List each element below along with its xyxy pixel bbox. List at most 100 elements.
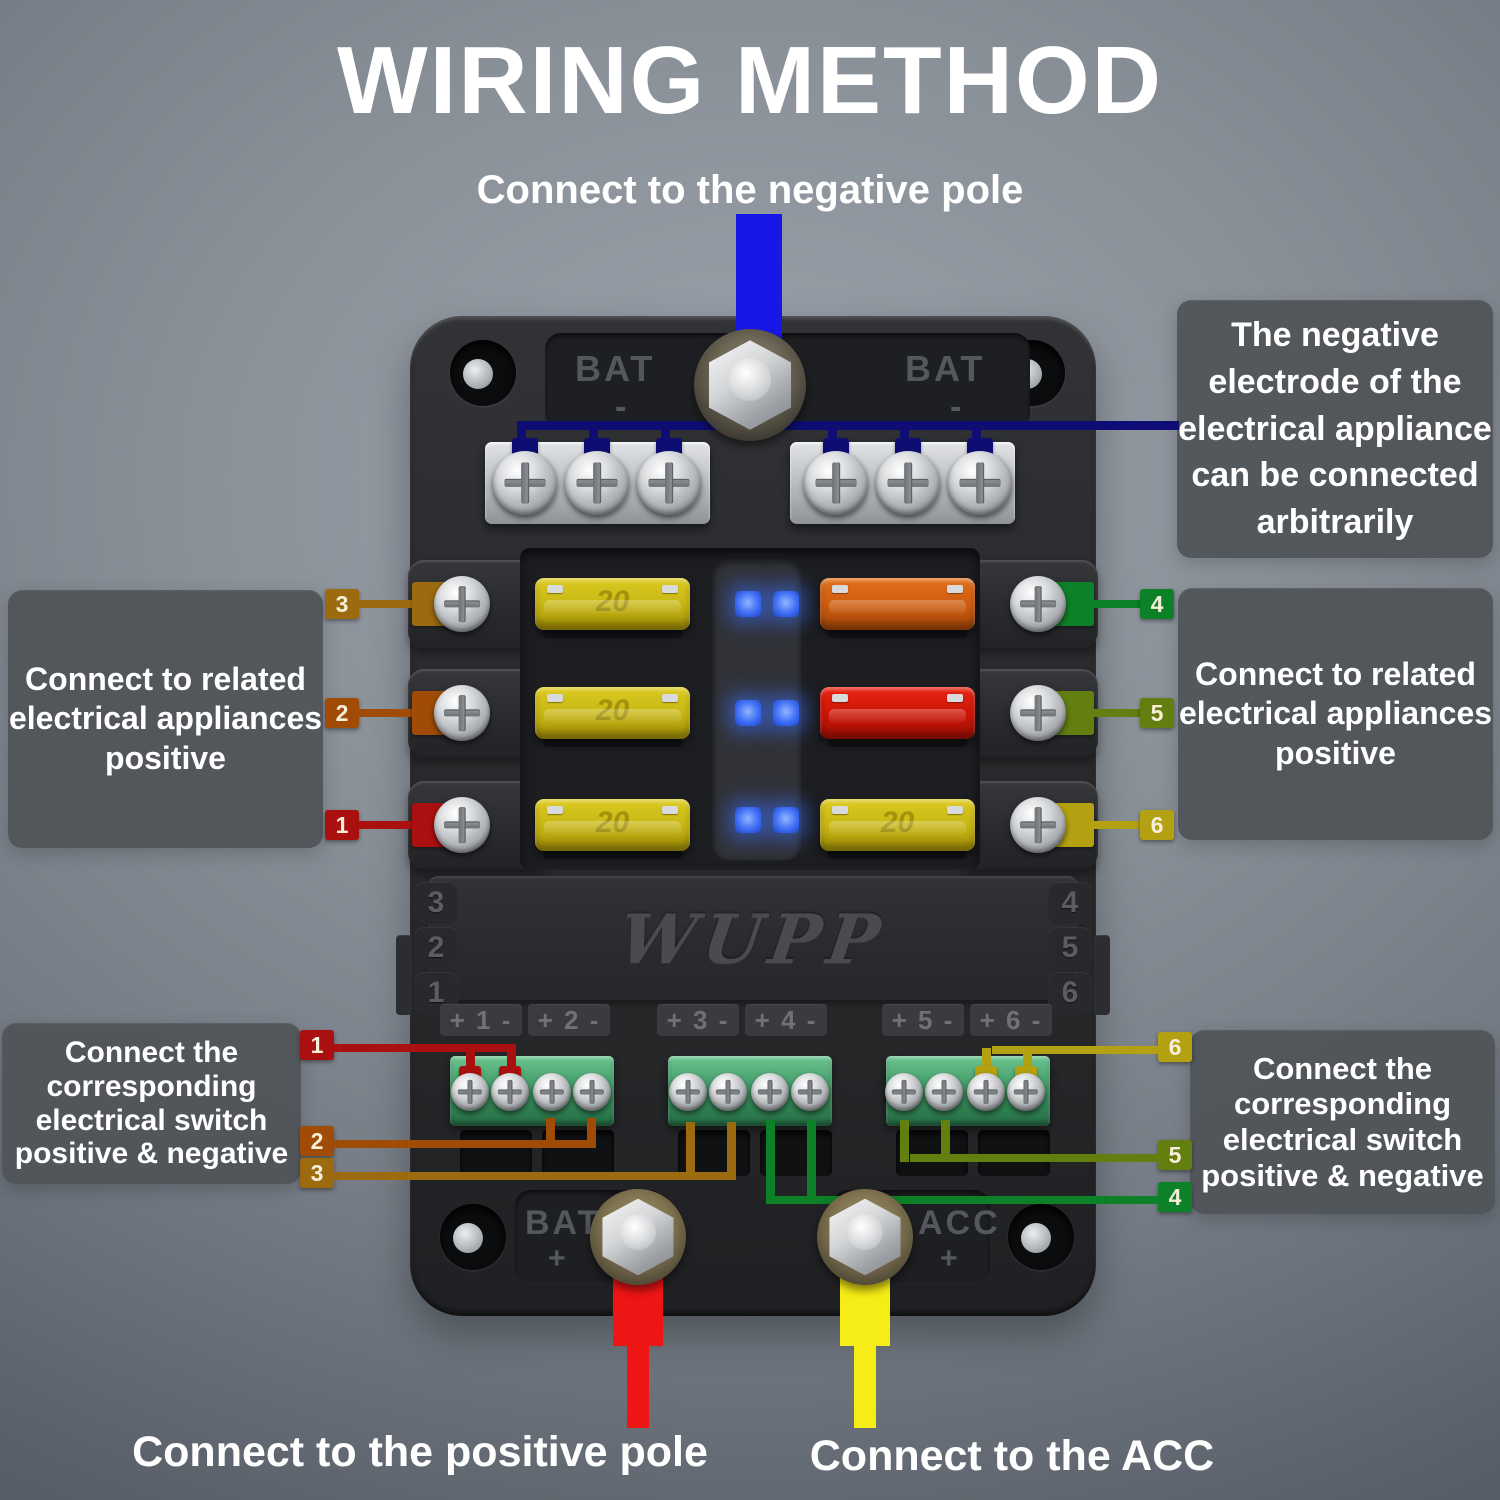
callout-line: Connect to related bbox=[25, 661, 306, 698]
edge-number-6: 6 bbox=[1048, 972, 1092, 1014]
callout-line: can be connected bbox=[1191, 456, 1479, 495]
wire-segment bbox=[772, 1196, 1158, 1204]
bat-positive-label: BAT bbox=[525, 1204, 602, 1242]
wire-segment bbox=[357, 709, 419, 717]
brand-plate bbox=[428, 876, 1078, 1000]
wire-tag-5: 5 bbox=[1158, 1140, 1192, 1170]
wire-segment bbox=[357, 821, 419, 829]
callout-line: Connect to related bbox=[1195, 656, 1476, 693]
wire-segment bbox=[332, 1172, 736, 1180]
fuse-amp-label: 20 bbox=[595, 806, 630, 839]
callout-line: electrical appliances bbox=[8, 700, 323, 737]
callout-bottom-left-switch: Connect the corresponding electrical swi… bbox=[2, 1023, 301, 1184]
wire-tag-3: 3 bbox=[300, 1158, 334, 1188]
fuse-circuit-4-orange bbox=[820, 578, 975, 630]
positive-pole-label: Connect to the positive pole bbox=[132, 1428, 708, 1476]
bat-negative-right-sign: - bbox=[950, 388, 965, 426]
wire-tag-3: 3 bbox=[325, 589, 359, 619]
page-title: WIRING METHOD bbox=[337, 27, 1163, 134]
wire-segment bbox=[1090, 600, 1142, 608]
bus-screw-5 bbox=[876, 451, 940, 515]
wire-negative-drop bbox=[900, 427, 909, 442]
wire-negative-drop bbox=[517, 427, 526, 442]
brand-logo: WUPP bbox=[614, 900, 892, 980]
led-indicator bbox=[773, 700, 799, 726]
fuse-tab bbox=[832, 806, 848, 814]
callout-line: electrical appliances bbox=[1178, 695, 1493, 732]
acc-pole-label: Connect to the ACC bbox=[809, 1432, 1215, 1480]
bat-negative-right-label: BAT bbox=[905, 348, 986, 389]
led-indicator bbox=[735, 591, 761, 617]
wire-tag-6: 6 bbox=[1140, 810, 1174, 840]
circuit-label-2: + 2 - bbox=[528, 1004, 610, 1036]
led-indicator bbox=[773, 591, 799, 617]
callout-line: electrical switch bbox=[1222, 1122, 1463, 1157]
wire-segment bbox=[900, 1120, 909, 1162]
wire-segment bbox=[1090, 821, 1142, 829]
fuse-tab bbox=[547, 585, 563, 593]
callout-line: positive & negative bbox=[14, 1137, 289, 1171]
mounting-hole-bottom-right bbox=[1008, 1204, 1074, 1270]
callout-right-appliances: Connect to related electrical appliances… bbox=[1178, 588, 1493, 840]
bat-negative-bolt bbox=[694, 329, 806, 441]
wire-segment bbox=[1023, 1048, 1032, 1072]
switch-screw bbox=[967, 1073, 1005, 1111]
switch-screw bbox=[885, 1073, 923, 1111]
bat-positive-bolt bbox=[590, 1189, 686, 1285]
wire-tag-2: 2 bbox=[325, 698, 359, 728]
bus-screw-4 bbox=[804, 451, 868, 515]
side-latch-left bbox=[396, 935, 412, 1015]
wire-segment bbox=[466, 1048, 475, 1072]
wire-acc-feed-thin bbox=[854, 1344, 876, 1428]
bat-negative-left-label: BAT bbox=[575, 348, 656, 389]
wire-segment bbox=[332, 1140, 596, 1148]
circuit-5-output-screw bbox=[1010, 685, 1066, 741]
callout-line: positive bbox=[1275, 734, 1396, 771]
side-latch-right bbox=[1094, 935, 1110, 1015]
bat-positive-sign: + bbox=[548, 1242, 569, 1275]
callout-negative-electrode: The negative electrode of the electrical… bbox=[1177, 300, 1493, 558]
wire-segment bbox=[686, 1122, 695, 1180]
switch-screw bbox=[751, 1073, 789, 1111]
switch-screw bbox=[669, 1073, 707, 1111]
fuse-tab bbox=[662, 694, 678, 702]
fuse-tab bbox=[662, 585, 678, 593]
callout-line: The negative bbox=[1231, 315, 1439, 354]
wire-segment bbox=[807, 1120, 816, 1204]
fuse-circuit-2-20a: 20 bbox=[535, 687, 690, 739]
callout-line: electrical appliance bbox=[1178, 409, 1492, 448]
wire-tag-5: 5 bbox=[1140, 698, 1174, 728]
bus-screw-6 bbox=[948, 451, 1012, 515]
fuse-tab bbox=[832, 694, 848, 702]
circuit-label-5: + 5 - bbox=[882, 1004, 964, 1036]
fuse-tab bbox=[832, 585, 848, 593]
switch-screw bbox=[1007, 1073, 1045, 1111]
fuse-tab bbox=[947, 585, 963, 593]
wire-slot bbox=[978, 1130, 1050, 1176]
circuit-label-4: + 4 - bbox=[745, 1004, 827, 1036]
edge-number-5: 5 bbox=[1048, 927, 1092, 969]
bus-screw-3 bbox=[637, 451, 701, 515]
edge-number-4: 4 bbox=[1048, 882, 1092, 924]
acc-sign: + bbox=[940, 1242, 961, 1275]
mounting-hole-bottom-left bbox=[440, 1204, 506, 1270]
switch-screw bbox=[533, 1073, 571, 1111]
fuse-amp-label: 20 bbox=[595, 585, 630, 618]
wire-tag-4: 4 bbox=[1140, 589, 1174, 619]
circuit-label-1: + 1 - bbox=[440, 1004, 522, 1036]
led-indicator bbox=[773, 807, 799, 833]
led-indicator bbox=[735, 700, 761, 726]
mounting-hole-top-left bbox=[450, 340, 516, 406]
circuit-3-output-screw bbox=[434, 576, 490, 632]
bolt-stud bbox=[846, 1213, 884, 1251]
acc-bolt bbox=[817, 1189, 913, 1285]
wire-tag-1: 1 bbox=[300, 1030, 334, 1060]
callout-line: electrical switch bbox=[35, 1103, 268, 1137]
fuse-circuit-5-red bbox=[820, 687, 975, 739]
acc-label: ACC bbox=[918, 1204, 1001, 1242]
callout-line: corresponding bbox=[46, 1069, 257, 1103]
fuse-box-device: BAT - BAT - bbox=[396, 316, 1110, 1316]
wire-segment bbox=[546, 1118, 555, 1148]
edge-number-3: 3 bbox=[414, 882, 458, 924]
